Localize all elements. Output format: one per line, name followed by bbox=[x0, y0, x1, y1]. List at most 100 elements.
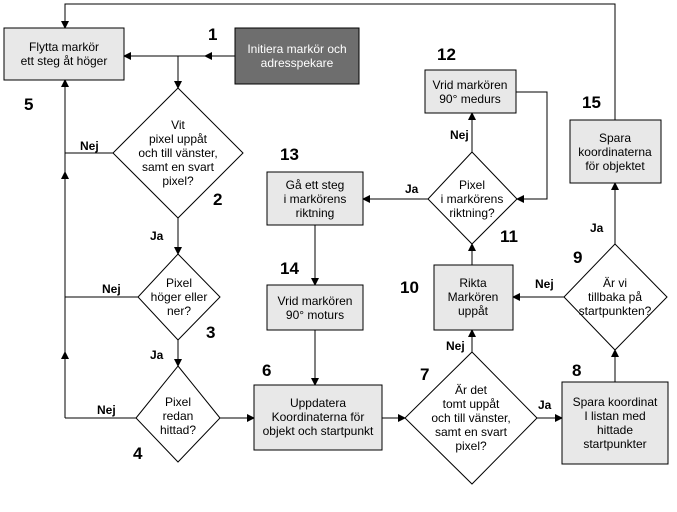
node-label-line: Spara bbox=[599, 131, 631, 145]
node-label-line: samt en svart bbox=[142, 160, 215, 174]
node-label-line: adresspekare bbox=[261, 56, 334, 70]
node-label-line: redan bbox=[163, 409, 194, 423]
node-14-box bbox=[266, 284, 364, 331]
label-9-no: Nej bbox=[535, 277, 554, 291]
node-label-line: Flytta markör bbox=[29, 40, 99, 54]
edge-15-to-5 bbox=[61, 3, 616, 120]
node-label-line: startpunkter bbox=[583, 437, 646, 451]
node-label-line: Gå ett steg bbox=[286, 178, 345, 192]
node-label-line: Initiera markör och bbox=[247, 42, 346, 56]
node-label-line: Uppdatera bbox=[290, 396, 346, 410]
node-label-line: ett steg åt höger bbox=[21, 54, 108, 68]
step-number-5: 5 bbox=[24, 95, 33, 114]
label-9-yes: Ja bbox=[590, 221, 604, 235]
node-label-line: objekt och startpunkt bbox=[263, 424, 374, 438]
node-1-box bbox=[234, 27, 360, 85]
label-2-no: Nej bbox=[80, 139, 99, 153]
node-label-line: ner? bbox=[167, 304, 191, 318]
step-number-14: 14 bbox=[280, 259, 299, 278]
node-label-line: för objektet bbox=[585, 159, 645, 173]
label-4-no: Nej bbox=[97, 403, 116, 417]
node-label-line: i markörens bbox=[284, 192, 347, 206]
node-label-line: pixel uppåt bbox=[149, 132, 208, 146]
edge-12-to-11 bbox=[516, 91, 548, 203]
node-label-line: Pixel bbox=[459, 178, 485, 192]
node-7-diamond bbox=[404, 351, 538, 485]
node-6-box bbox=[253, 384, 383, 451]
node-label-line: tomt uppåt bbox=[443, 397, 500, 411]
label-2-yes: Ja bbox=[150, 229, 164, 243]
label-7-no: Nej bbox=[446, 339, 465, 353]
node-label-line: hittade bbox=[597, 423, 633, 437]
node-label-line: uppåt bbox=[458, 304, 489, 318]
node-15-box bbox=[569, 119, 662, 184]
node-8-box bbox=[561, 381, 669, 465]
node-10-box bbox=[433, 264, 514, 331]
step-number-6: 6 bbox=[262, 361, 271, 380]
step-number-1: 1 bbox=[208, 25, 217, 44]
node-label-line: i markörens bbox=[441, 192, 504, 206]
node-label-line: samt en svart bbox=[435, 425, 508, 439]
node-label-line: I listan med bbox=[584, 409, 645, 423]
node-13-box bbox=[266, 171, 364, 226]
node-label-line: pixel? bbox=[455, 439, 487, 453]
node-label-line: 90° medurs bbox=[439, 92, 501, 106]
connectors bbox=[61, 3, 619, 422]
node-label-line: Är det bbox=[455, 383, 488, 397]
node-9-diamond bbox=[563, 243, 668, 351]
node-label-line: Koordinaterna för bbox=[272, 410, 365, 424]
node-label-line: Vrid markören bbox=[278, 294, 353, 308]
node-label-line: 90° moturs bbox=[286, 308, 344, 322]
node-label-line: Vit bbox=[171, 118, 185, 132]
node-4-diamond bbox=[135, 365, 221, 463]
node-2-diamond bbox=[112, 87, 244, 219]
node-label-line: och till vänster, bbox=[431, 411, 510, 425]
node-label-line: riktning? bbox=[449, 206, 495, 220]
node-label-line: Rikta bbox=[459, 276, 487, 290]
node-label-line: startpunkten? bbox=[579, 304, 652, 318]
step-number-9: 9 bbox=[573, 248, 582, 267]
step-number-4: 4 bbox=[133, 444, 143, 463]
step-numbers: 1 5 2 3 4 6 7 8 9 10 11 12 13 14 15 bbox=[24, 25, 601, 463]
label-11-yes: Ja bbox=[405, 182, 419, 196]
label-3-no: Nej bbox=[102, 282, 121, 296]
node-label-line: Markören bbox=[448, 290, 499, 304]
step-number-10: 10 bbox=[400, 278, 419, 297]
label-11-no: Nej bbox=[450, 128, 469, 142]
step-number-13: 13 bbox=[280, 145, 299, 164]
node-label-line: riktning bbox=[296, 206, 335, 220]
step-number-15: 15 bbox=[582, 93, 601, 112]
node-label-line: höger eller bbox=[151, 290, 208, 304]
step-number-3: 3 bbox=[206, 323, 215, 342]
node-label-line: Pixel bbox=[165, 395, 191, 409]
node-label-line: koordinaterna bbox=[578, 145, 652, 159]
step-number-2: 2 bbox=[213, 190, 222, 209]
node-3-diamond bbox=[137, 253, 221, 341]
node-label-line: Är vi bbox=[603, 276, 627, 290]
